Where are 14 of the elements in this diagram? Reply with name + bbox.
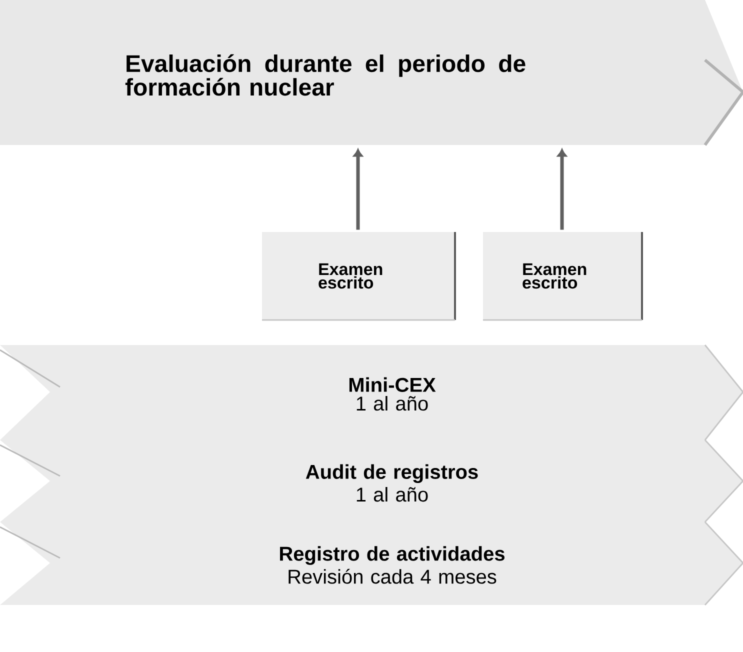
text-box: Examen escrito xyxy=(262,232,456,321)
chevron-band: Registro de actividades Revisión cada 4 meses xyxy=(0,521,743,606)
arrow xyxy=(353,149,363,230)
chevron-band: Evaluación durante el periodo de formación nuclear xyxy=(0,0,743,146)
chevron-band: Audit de registros 1 al año xyxy=(0,439,743,522)
node-label: Audit de registros xyxy=(306,464,478,484)
chevron-band: Mini-CEX 1 al año xyxy=(0,344,743,440)
arrow xyxy=(557,149,567,230)
node-label: Registro de actividades xyxy=(280,546,504,565)
node-label: Revisión cada 4 meses xyxy=(288,568,496,584)
node-label: 1 al año xyxy=(356,396,428,411)
node-label: Mini-CEX xyxy=(349,377,436,392)
text-box: Examen escrito xyxy=(483,232,643,321)
node-label: 1 al año xyxy=(356,487,428,502)
